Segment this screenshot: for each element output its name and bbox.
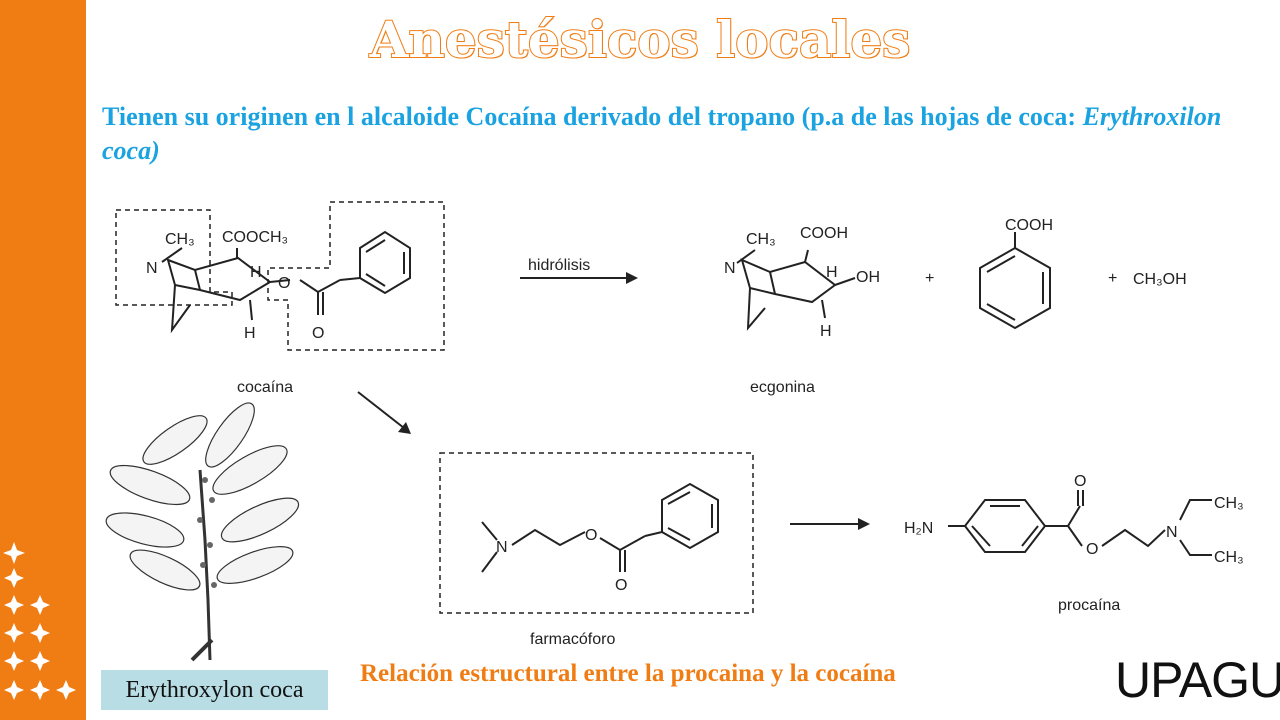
ecgonine-labels: CH₃ N COOH H OH H <box>724 225 880 340</box>
benzoic-cooh: COOH <box>1005 217 1053 234</box>
plus-2: + <box>1108 270 1117 287</box>
arrow-to-pharmacophore <box>357 391 411 434</box>
procaine-name: procaína <box>1058 597 1120 614</box>
proc-n: N <box>1166 524 1178 541</box>
proc-ch3: CH₃ <box>1214 495 1244 512</box>
proc-o-2: O <box>1086 541 1098 558</box>
o-label-2: O <box>312 325 324 342</box>
ecg-ch3: CH₃ <box>746 231 776 248</box>
ecg-h: H <box>826 264 838 281</box>
proc-h2n: H₂N <box>904 520 933 537</box>
ch3-label: CH₃ <box>165 231 195 248</box>
cocaine-structure <box>115 201 445 351</box>
pharmacophore-name: farmacóforo <box>530 631 615 648</box>
pharmacophore-labels: N O O <box>496 527 627 594</box>
ecgonine-structure <box>736 249 856 331</box>
ecg-h-2: H <box>820 323 832 340</box>
ecgonine-name: ecgonina <box>750 379 815 396</box>
tropane-dashed-box <box>115 209 233 306</box>
intro-plain: Tienen su originen en l alcaloide Cocaín… <box>102 102 1083 131</box>
procaine-labels: H₂N O O N CH₃ CH₃ <box>904 473 1244 566</box>
methanol: CH₃OH <box>1133 271 1187 288</box>
intro-text: Tienen su originen en l alcaloide Cocaín… <box>102 100 1222 168</box>
cocaine-name: cocaína <box>237 379 293 396</box>
proc-ch3-2: CH₃ <box>1214 549 1244 566</box>
phar-n: N <box>496 539 508 556</box>
plant-label: Erythroxylon coca <box>101 670 328 710</box>
cooch3-label: COOCH₃ <box>222 229 288 246</box>
o-label: O <box>278 275 290 292</box>
n-label: N <box>146 260 158 277</box>
h-label-2: H <box>244 325 256 342</box>
slide-title: Anestésicos locales <box>369 9 912 70</box>
coca-plant-illustration <box>105 402 300 662</box>
upagu-logo: UPAGU <box>1115 652 1280 708</box>
phar-o: O <box>585 527 597 544</box>
plus-1: + <box>925 270 934 287</box>
star-decoration-icon <box>3 542 76 700</box>
ecg-n: N <box>724 260 736 277</box>
hydrolysis-label: hidrólisis <box>528 257 590 274</box>
intro-italic: Erythroxilon coca) <box>102 102 1222 165</box>
pharmacophore-structure <box>439 452 754 614</box>
figure-caption: Relación estructural entre la procaina y… <box>360 660 896 687</box>
arrow-to-procaine <box>790 518 870 530</box>
benzoyl-dashed-box <box>267 201 445 351</box>
ecg-cooh: COOH <box>800 225 848 242</box>
cocaine-labels: CH₃ N COOCH₃ H O H O <box>146 229 324 342</box>
h-label: H <box>250 264 262 281</box>
proc-o: O <box>1074 473 1086 490</box>
procaine-structure <box>948 490 1212 556</box>
phar-o-2: O <box>615 577 627 594</box>
benzoic-acid-structure <box>979 232 1051 330</box>
ecg-oh: OH <box>856 269 880 286</box>
hydrolysis-arrow: hidrólisis <box>520 257 638 284</box>
